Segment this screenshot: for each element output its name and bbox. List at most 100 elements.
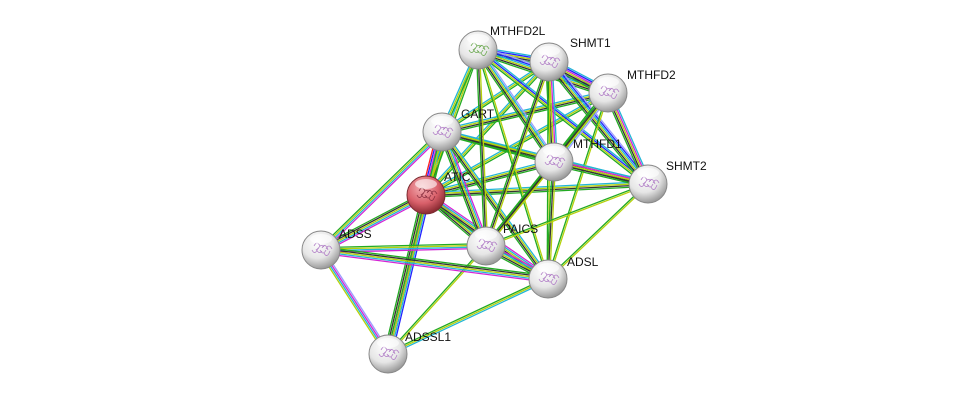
edge-evidence-neighborhood (439, 133, 547, 281)
edge-gart-adsl[interactable] (439, 130, 551, 281)
edge-adsl-adssl1[interactable] (387, 276, 549, 357)
edge-evidence-homology (480, 47, 558, 161)
edge-shmt1-paics[interactable] (483, 61, 552, 247)
edge-evidence-neighborhood (483, 61, 549, 246)
edge-evidence-neighborhood (383, 193, 423, 354)
edge-evidence-neighborhood (321, 246, 549, 277)
edge-evidence-database (319, 250, 388, 355)
edge-evidence-coexpression (476, 50, 554, 164)
edge-evidence-textmining (425, 61, 550, 196)
node-label: ATIC (444, 170, 471, 184)
node-highlight (538, 46, 560, 56)
edge-evidence-database (443, 130, 551, 278)
edge-evidence-neighborhood (320, 242, 486, 249)
node-gart[interactable]: GART (422, 107, 495, 152)
node-highlight (415, 179, 437, 189)
edge-evidence-textmining (425, 160, 554, 195)
node-label: ADSS (339, 227, 372, 241)
node-highlight (543, 146, 565, 156)
edge-evidence-neighborhood (545, 64, 646, 187)
edge-evidence-neighborhood (475, 50, 486, 247)
node-mthfd2[interactable]: MTHFD2 (588, 68, 676, 113)
edge-evidence-neighborhood (546, 92, 608, 279)
node-atic[interactable]: ATIC (406, 170, 471, 215)
edge-evidence-textmining (548, 162, 557, 280)
edge-evidence-homology (322, 248, 391, 354)
edge-evidence-neighborhood (387, 276, 548, 354)
edge-evidence-textmining (477, 49, 555, 163)
edge-evidence-neighborhood (442, 62, 551, 134)
edge-evidence-experiments (321, 249, 390, 354)
edge-evidence-coexpression (477, 49, 487, 247)
edge-evidence-neighborhood (438, 132, 484, 248)
node-adssl1[interactable]: ADSSL1 (368, 330, 451, 374)
edge-atic-shmt1[interactable] (424, 60, 551, 197)
edge-mthfd2l-mthfd1[interactable] (474, 47, 558, 165)
node-label: MTHFD1 (573, 137, 622, 151)
edge-mthfd2l-paics[interactable] (475, 49, 489, 247)
edge-gart-adssl1[interactable] (386, 131, 444, 355)
edge-evidence-coexpression (440, 132, 548, 280)
edge-adsl-adss[interactable] (320, 246, 549, 283)
edge-evidence-neighborhood (547, 182, 648, 279)
edge-evidence-textmining (486, 184, 649, 248)
edge-evidence-textmining (387, 278, 549, 355)
node-label: SHMT1 (570, 36, 611, 50)
edge-evidence-neighborhood (485, 182, 648, 246)
edge-evidence-cooccurrence (391, 195, 431, 356)
edge-evidence-textmining (548, 184, 649, 281)
node-shmt1[interactable]: SHMT1 (529, 36, 611, 82)
edge-evidence-coexpression (319, 193, 426, 250)
edge-evidence-textmining (318, 250, 387, 356)
edge-evidence-experiments (322, 133, 445, 253)
node-label: MTHFD2 (627, 68, 676, 82)
edge-evidence-database (424, 60, 549, 195)
node-adsl[interactable]: ADSL (528, 255, 599, 299)
edge-evidence-textmining (477, 50, 648, 186)
node-highlight (637, 168, 659, 178)
node-mthfd1[interactable]: MTHFD1 (534, 137, 622, 182)
edge-adss-adssl1[interactable] (318, 248, 391, 356)
edge-gart-shmt1[interactable] (440, 60, 551, 134)
edge-evidence-cooccurrence (478, 48, 649, 184)
edge-evidence-database (440, 60, 549, 132)
node-label: SHMT2 (666, 159, 707, 173)
node-label: PAICS (503, 222, 538, 236)
node-paics[interactable]: PAICS (466, 222, 538, 266)
edge-evidence-neighborhood (386, 245, 486, 354)
node-shmt2[interactable]: SHMT2 (628, 159, 707, 204)
edge-evidence-database (321, 195, 428, 252)
edge-evidence-database (425, 159, 554, 194)
edge-gart-adss[interactable] (318, 129, 445, 253)
node-label: ADSL (567, 255, 599, 269)
edge-evidence-textmining (388, 246, 488, 355)
node-highlight (377, 338, 399, 348)
node-highlight (431, 116, 453, 126)
edge-shmt2-paics[interactable] (485, 182, 649, 248)
edge-evidence-textmining (441, 131, 487, 247)
edge-evidence-experiments (320, 252, 548, 283)
node-adss[interactable]: ADSS (301, 227, 372, 270)
edge-evidence-textmining (320, 194, 427, 251)
edge-evidence-textmining (442, 131, 550, 279)
edge-paics-adssl1[interactable] (386, 245, 488, 355)
edge-shmt2-adsl[interactable] (547, 182, 649, 281)
edge-evidence-database (478, 48, 556, 162)
node-highlight (467, 34, 489, 44)
edge-mthfd2l-shmt2[interactable] (476, 47, 650, 187)
edge-evidence-neighborhood (386, 131, 442, 354)
edge-evidence-textmining (388, 132, 444, 355)
node-label: GART (461, 107, 495, 121)
edge-evidence-database (388, 279, 549, 357)
edge-evidence-textmining (548, 93, 610, 280)
node-highlight (475, 230, 497, 240)
edge-evidence-textmining (441, 61, 550, 133)
edge-mthfd2-adsl[interactable] (546, 92, 610, 280)
edge-evidence-database (321, 132, 444, 252)
node-mthfd2l[interactable]: MTHFD2L (458, 24, 546, 70)
edge-evidence-experiments (322, 197, 428, 254)
edge-evidence-database (479, 47, 650, 183)
node-highlight (310, 234, 332, 244)
